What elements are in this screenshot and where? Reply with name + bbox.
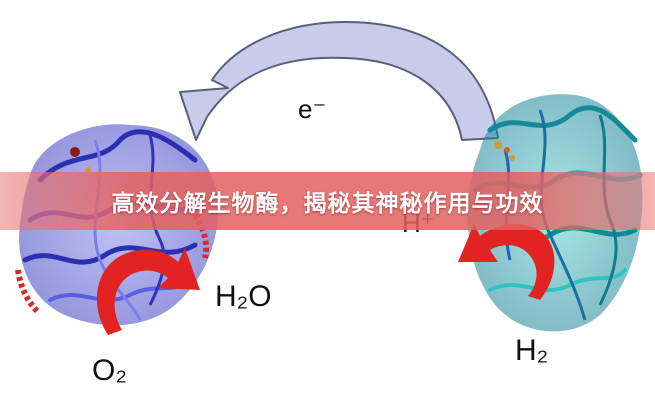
oxygen-reduction-arrow [96, 248, 200, 335]
electron-transfer-arrow [179, 21, 499, 141]
electron-label: e⁻ [298, 94, 326, 124]
hydrogen-label: H₂ [515, 334, 548, 367]
hydrogen-evolution-arrow [458, 224, 555, 300]
caption-banner: 高效分解生物酶，揭秘其神秘作用与功效 [0, 172, 655, 230]
water-label: H₂O [215, 280, 272, 313]
oxygen-label: O₂ [92, 354, 127, 387]
caption-text: 高效分解生物酶，揭秘其神秘作用与功效 [111, 191, 544, 217]
